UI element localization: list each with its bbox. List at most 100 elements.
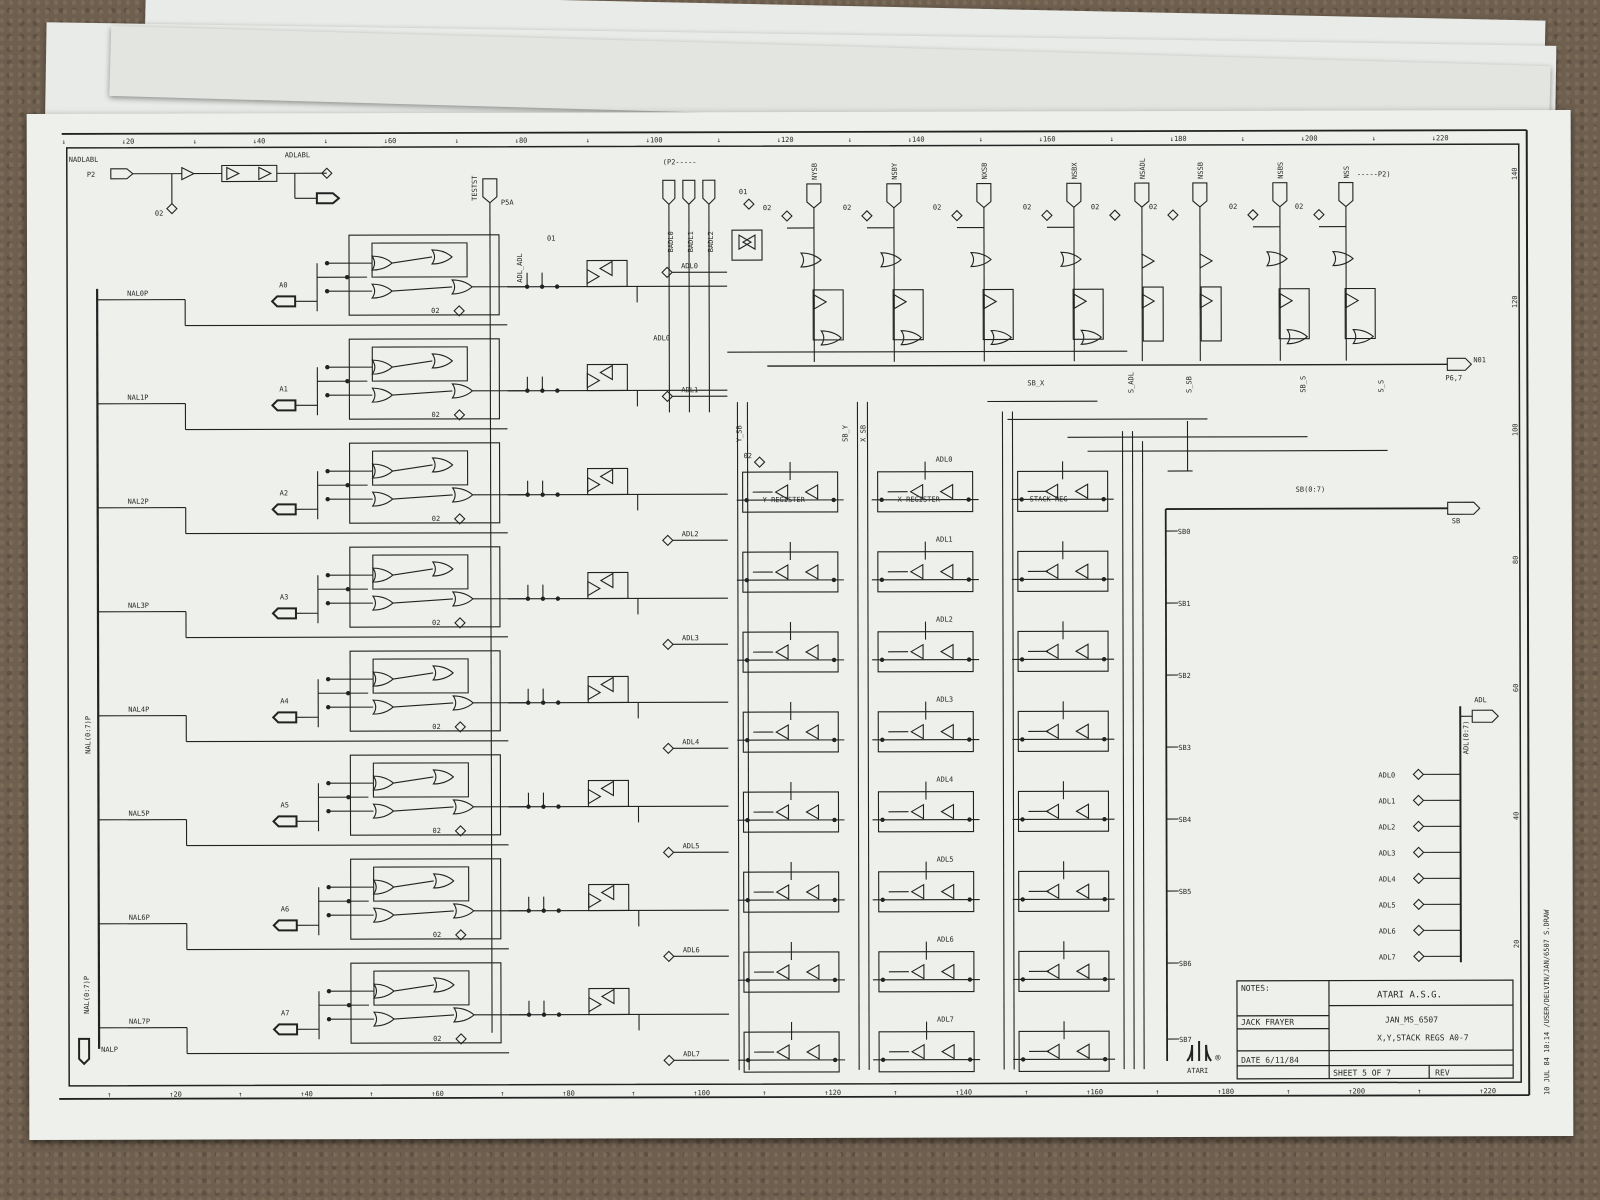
adl-input-port	[1413, 950, 1425, 963]
buffer-triangle	[588, 996, 603, 1013]
phi2-port	[951, 209, 963, 222]
adl-port	[661, 390, 674, 403]
buffer-triangle	[776, 1044, 790, 1060]
logic-gate	[432, 665, 454, 681]
buffer-triangle	[599, 572, 614, 589]
address-label: A3	[280, 593, 288, 601]
buffer-triangle	[813, 294, 828, 310]
buffer-triangle	[910, 883, 925, 900]
ruler-bottom-minor: ↑	[1286, 1088, 1290, 1096]
register-adl-label: ADL5	[937, 856, 954, 864]
register-cell	[737, 862, 845, 913]
address-port	[271, 607, 297, 620]
ruler-top-minor: ↓	[324, 137, 328, 145]
control-connector	[1338, 181, 1354, 208]
latch-inner	[373, 866, 470, 902]
register-cell: STACK REG	[1011, 461, 1114, 512]
phi1-inverter	[731, 229, 763, 261]
buffer-triangle	[910, 803, 925, 820]
logic-gate	[451, 279, 473, 295]
adlabl-label: ADLABL	[285, 151, 310, 159]
ruler-top-tick: ↓120	[777, 136, 794, 144]
ruler-right-tick: 40	[1512, 812, 1520, 820]
nal-label: NAL1P	[127, 394, 148, 402]
register-cell	[1012, 861, 1115, 912]
adl-input-label: ADL1	[1378, 797, 1395, 805]
ruler-bottom-minor: ↑	[500, 1090, 504, 1098]
adl-input-label: ADL5	[1379, 901, 1396, 909]
register-adl-label: ADL7	[937, 1016, 954, 1024]
address-port	[272, 919, 298, 932]
buffer-triangle	[804, 563, 819, 580]
schematic-sheet: ↓20↓↓40↓↓60↓↓80↓↓100↓↓120↓↓140↓↓160↓↓180…	[26, 109, 1574, 1141]
sb-y-label: SB_Y	[841, 424, 849, 442]
buffer-triangle	[774, 484, 789, 500]
y-sb-label: Y_SB	[735, 425, 743, 442]
ruler-top-tick: ↓180	[1170, 135, 1187, 143]
register-cell	[737, 942, 845, 993]
buffer-triangle	[587, 580, 601, 597]
badl-label: BADL1	[687, 231, 695, 252]
control-loop	[1200, 286, 1222, 342]
nal-bus-label-2: NAL(0:7)P	[83, 976, 91, 1014]
register-cell	[738, 1022, 846, 1073]
sb-label: SB0	[1178, 528, 1191, 536]
ruler-top-tick: ↓160	[1039, 135, 1056, 143]
logic-gate	[372, 983, 395, 999]
phi2-label: 02	[1149, 203, 1157, 211]
buffer-triangle	[1199, 292, 1214, 309]
buffer-triangle	[1074, 643, 1089, 660]
phi2-port	[1041, 209, 1053, 222]
tb-sheet: SHEET 5 OF 7	[1333, 1068, 1391, 1077]
buffer-triangle	[600, 780, 614, 797]
address-port	[270, 295, 297, 308]
buffer-triangle	[804, 483, 819, 500]
ruler-top-minor: ↓	[455, 137, 459, 145]
adl-input-port	[1412, 846, 1425, 859]
ruler-top-tick: ↓60	[384, 137, 397, 145]
control-connector	[806, 183, 822, 209]
ruler-top-minor: ↓	[193, 138, 197, 146]
register-cell	[737, 702, 845, 753]
phi2-label: 02	[433, 1035, 441, 1043]
register-cell	[873, 1021, 981, 1073]
pass-buffer	[587, 571, 629, 600]
address-label: A4	[280, 697, 288, 705]
control-label: NSBX	[1071, 162, 1079, 180]
control-connector	[1272, 182, 1288, 208]
register-cell	[871, 541, 979, 593]
junction-dot	[326, 885, 331, 890]
register-cell	[1011, 541, 1114, 592]
nal-label: NAL0P	[127, 290, 148, 298]
testst-label: TESTST	[471, 175, 479, 201]
phi2-label-top: 02	[155, 210, 163, 218]
pass-buffer	[588, 883, 630, 912]
buffer-triangle	[1345, 292, 1360, 309]
latch-block	[348, 234, 500, 316]
buffer-triangle	[1141, 253, 1156, 270]
adl-label: ADL7	[683, 1050, 700, 1058]
logic-gate	[1286, 329, 1309, 345]
register-cell	[1012, 941, 1115, 992]
title-block	[1186, 979, 1514, 1080]
ruler-right-tick: 120	[1511, 295, 1519, 308]
badl-connector	[662, 179, 676, 206]
junction-dot	[326, 1017, 332, 1022]
latch-block	[349, 754, 502, 836]
logic-gate	[371, 567, 394, 583]
adl-input-port	[1412, 794, 1425, 807]
logic-gate	[371, 491, 394, 507]
sb-label: SB5	[1179, 888, 1192, 896]
adl-label: ADL6	[683, 946, 700, 954]
buffer-triangle	[1074, 563, 1089, 580]
logic-gate	[432, 977, 455, 993]
register-cell	[1012, 781, 1115, 832]
p67-label: P6,7	[1445, 374, 1462, 382]
nal-label: NAL3P	[128, 602, 149, 610]
register-cell	[872, 861, 980, 913]
control-loop	[982, 288, 1014, 341]
buffer-triangle	[1044, 643, 1059, 660]
